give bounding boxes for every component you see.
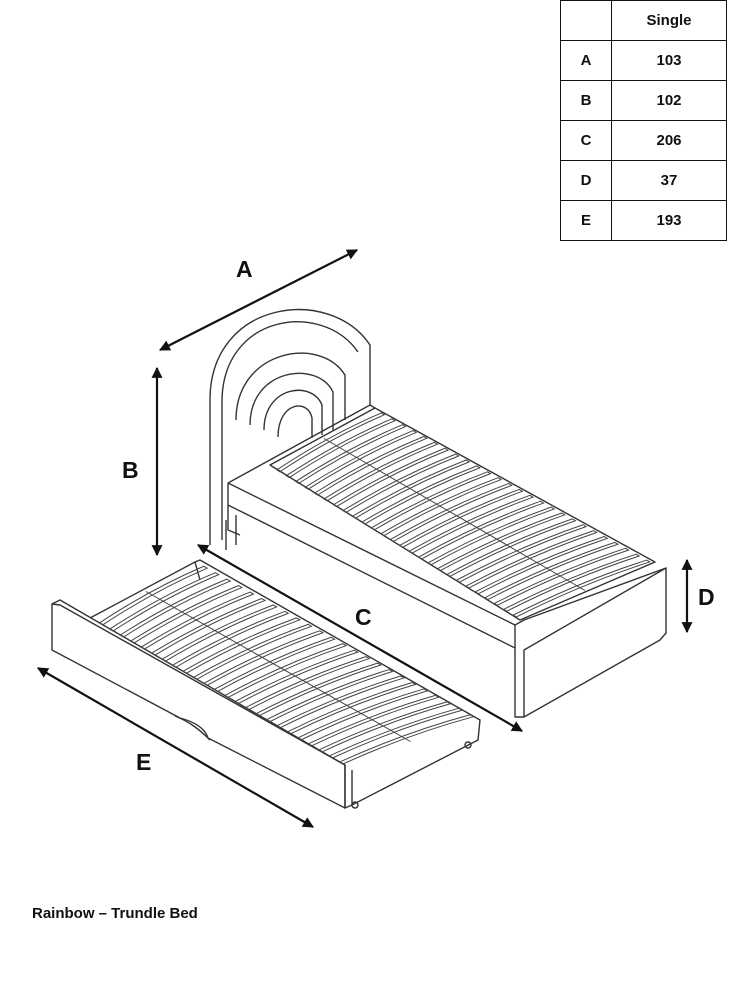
table-row: E 193: [560, 200, 727, 241]
dimension-d-label: D: [698, 584, 715, 610]
dimension-b-label: B: [122, 457, 139, 483]
dimension-arrows: [37, 249, 693, 828]
slat: [294, 424, 407, 484]
slat: [313, 435, 428, 496]
slat: [323, 441, 439, 502]
row-value: 102: [611, 80, 727, 121]
slat: [370, 471, 492, 531]
slat: [417, 500, 545, 560]
table-row: D 37: [560, 160, 727, 201]
slat: [389, 483, 513, 543]
slat: [502, 553, 641, 612]
row-value: 37: [611, 160, 727, 201]
slat: [342, 453, 460, 514]
main-bed: [209, 308, 667, 718]
slat: [512, 559, 651, 618]
dimension-e-label: E: [136, 749, 151, 775]
row-value: 103: [611, 40, 727, 81]
slat: [332, 447, 450, 508]
table-row: C 206: [560, 120, 727, 161]
slat: [285, 418, 397, 479]
row-label: B: [560, 80, 612, 121]
slat: [275, 412, 386, 473]
dimension-a-arrow: [159, 249, 358, 351]
headboard: [209, 308, 371, 545]
dimension-c-label: C: [355, 604, 372, 630]
slat: [379, 477, 503, 537]
row-label: C: [560, 120, 612, 161]
slat: [351, 459, 471, 519]
dimension-a-label: A: [236, 256, 253, 282]
slat: [360, 465, 481, 525]
row-label: E: [560, 200, 612, 241]
main-bed-slats: [275, 412, 651, 618]
dimension-e-arrow: [37, 667, 314, 828]
row-value: 193: [611, 200, 727, 241]
slat-center-rail: [323, 438, 586, 591]
table-header-cell: [560, 0, 612, 41]
table-row: A 103: [560, 40, 727, 81]
slat: [408, 494, 535, 554]
trundle-front-panel: [51, 603, 346, 809]
dimension-c-arrow: [197, 544, 523, 732]
slat: [398, 488, 524, 548]
table-row: B 102: [560, 80, 727, 121]
slat: [304, 430, 418, 490]
dimensions-table: Single A 103 B 102 C 206 D 37 E 193: [560, 0, 727, 241]
slat: [493, 547, 630, 606]
row-label: A: [560, 40, 612, 81]
table-header-row: Single: [560, 0, 727, 41]
table-header-cell: Single: [611, 0, 727, 41]
row-value: 206: [611, 120, 727, 161]
row-label: D: [560, 160, 612, 201]
product-caption: Rainbow – Trundle Bed: [32, 905, 198, 922]
